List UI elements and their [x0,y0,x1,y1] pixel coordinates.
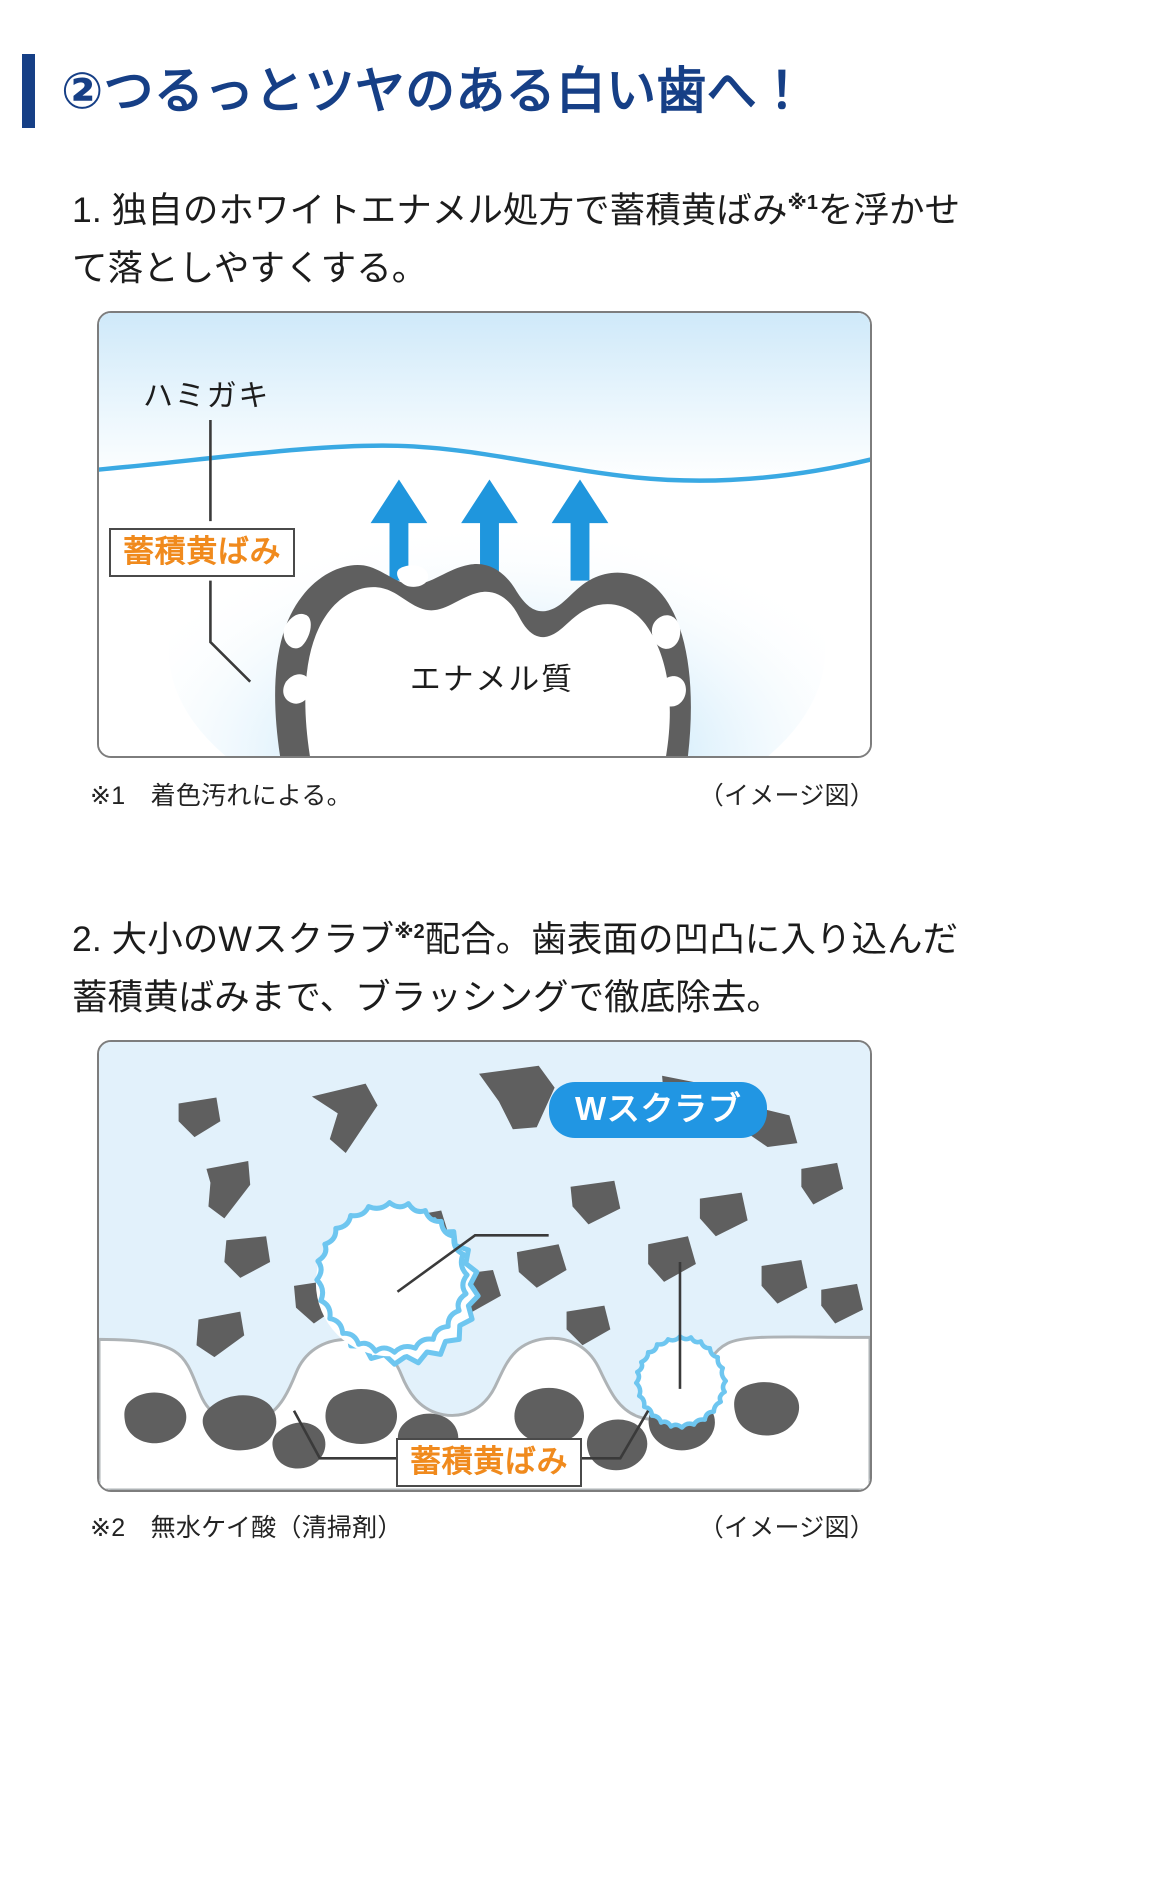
enamel-label-text: エナメル質 [410,662,574,697]
section-2-paragraph: 2. 大小のWスクラブ※2配合。歯表面の凹凸に入り込んだ 蓄積黄ばみまで、ブラッ… [72,911,972,1026]
page-header: ②つるっとツヤのある白い歯へ！ [0,48,1170,134]
page-title: ②つるっとツヤのある白い歯へ！ [61,63,808,119]
panel-2-image-note: （イメージ図） [698,1514,875,1542]
stain-leader-lines-panel2 [292,1410,650,1460]
panel-1-image-note: （イメージ図） [698,782,875,810]
stain-leader-line [209,580,252,683]
illustration-panel-1: エナメル質 ハミガキ 蓄積黄ばみ [97,311,872,758]
section-2-text-line2: 蓄積黄ばみまで、ブラッシングで徹底除去。 [72,976,783,1017]
section-2-note-marker: ※2 [394,921,425,944]
panel-1-caption-row: ※1 着色汚れによる。 （イメージ図） [90,776,875,812]
scrub-particle-large-shape [314,1200,470,1355]
header-accent-bar [22,54,35,128]
panel-2-footnote: ※2 無水ケイ酸（清掃剤） [90,1514,403,1542]
scrub-particle-small [633,1262,728,1430]
toothpaste-surface-line [99,443,870,483]
section-1-note-marker: ※1 [787,192,818,215]
section-1-text-after-note: を浮かせ [817,190,961,230]
scrub-leader-line [396,1233,549,1293]
section-2-text-after-note: 配合。歯表面の凹凸に入り込んだ [424,919,959,959]
panel-1-graphic: エナメル質 [99,313,870,756]
arrow-up-1 [370,479,428,581]
arrow-up-3 [551,479,609,581]
section-1-text-before-note: 1. 独自のホワイトエナメル処方で蓄積黄ばみ [72,190,788,230]
illustration-panel-2: Wスクラブ 蓄積黄ばみ [97,1040,872,1492]
panel-1-footnote: ※1 着色汚れによる。 [90,782,352,810]
panel-2-caption-row: ※2 無水ケイ酸（清掃剤） （イメージ図） [90,1508,875,1544]
toothpaste-layer [99,313,870,483]
enamel-body [305,587,670,756]
section-2-text-before-note: 2. 大小のWスクラブ [72,919,395,959]
arrow-up-2 [461,479,518,581]
section-1-text-line2: て落としやすくする。 [72,247,428,288]
scrub-particle-large [314,1200,549,1367]
lift-arrows [370,479,609,581]
section-1-paragraph: 1. 独自のホワイトエナメル処方で蓄積黄ばみ※1を浮かせ て落としやすくする。 [72,182,972,297]
panel-2-graphic [99,1042,870,1490]
